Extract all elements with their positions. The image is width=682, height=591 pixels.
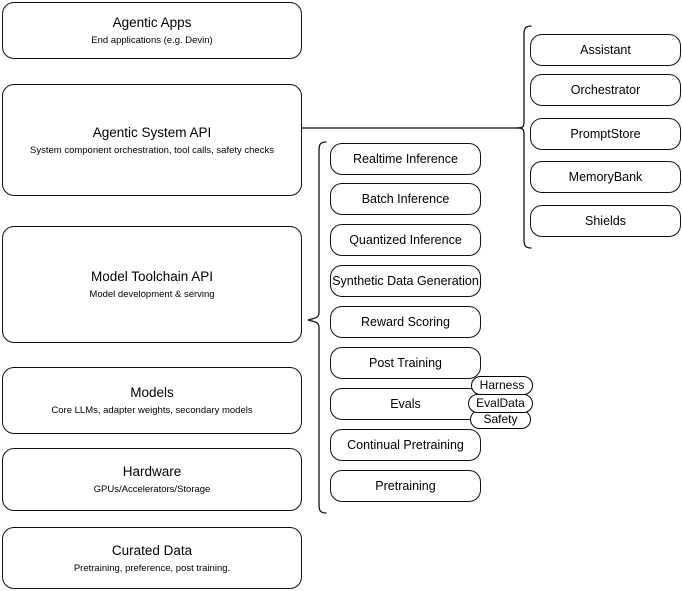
layer-title: Model Toolchain API xyxy=(90,269,214,284)
toolchain-box-pretraining[interactable]: Pretraining xyxy=(330,470,481,502)
toolchain-label: Reward Scoring xyxy=(361,314,450,329)
toolchain-box-realtime-inference[interactable]: Realtime Inference xyxy=(330,143,481,175)
layer-subtitle: System component orchestration, tool cal… xyxy=(30,144,274,156)
eval-pill-harness[interactable]: Harness xyxy=(471,376,533,395)
eval-pill-label: Safety xyxy=(483,412,518,426)
layer-subtitle: GPUs/Accelerators/Storage xyxy=(93,484,211,495)
layer-box-models[interactable]: Models Core LLMs, adapter weights, secon… xyxy=(2,367,302,434)
toolchain-label: Continual Pretraining xyxy=(347,437,464,452)
layer-subtitle: Pretraining, preference, post training. xyxy=(73,562,231,574)
brace-toolchain-components xyxy=(305,140,329,515)
toolchain-label: Pretraining xyxy=(375,478,436,493)
layer-subtitle: Model development & serving xyxy=(89,289,215,300)
toolchain-box-reward-scoring[interactable]: Reward Scoring xyxy=(330,306,481,338)
toolchain-label: Quantized Inference xyxy=(349,232,462,247)
component-label: Shields xyxy=(585,213,626,228)
eval-pill-safety[interactable]: Safety xyxy=(470,410,531,429)
layer-title: Models xyxy=(130,385,174,400)
toolchain-box-synthetic-data-generation[interactable]: Synthetic Data Generation xyxy=(330,265,481,297)
toolchain-box-batch-inference[interactable]: Batch Inference xyxy=(330,183,481,215)
toolchain-box-post-training[interactable]: Post Training xyxy=(330,347,481,379)
component-label: Assistant xyxy=(580,42,631,57)
layer-box-model-toolchain-api[interactable]: Model Toolchain API Model development & … xyxy=(2,226,302,343)
component-box-memorybank[interactable]: MemoryBank xyxy=(530,161,681,193)
layer-title: Agentic System API xyxy=(92,124,212,140)
connector-system-api-to-components xyxy=(302,120,517,136)
toolchain-label: Synthetic Data Generation xyxy=(332,273,479,288)
eval-pill-evaldata[interactable]: EvalData xyxy=(468,394,533,413)
component-label: MemoryBank xyxy=(568,169,643,184)
layer-subtitle: End applications (e.g. Devin) xyxy=(91,35,213,46)
layer-box-hardware[interactable]: Hardware GPUs/Accelerators/Storage xyxy=(2,448,302,511)
layer-title: Curated Data xyxy=(111,542,193,558)
layer-title: Agentic Apps xyxy=(112,15,192,30)
component-box-shields[interactable]: Shields xyxy=(530,205,681,237)
brace-system-components xyxy=(512,24,534,250)
toolchain-label: Evals xyxy=(390,396,421,411)
toolchain-box-quantized-inference[interactable]: Quantized Inference xyxy=(330,224,481,256)
layer-box-agentic-system-api[interactable]: Agentic System API System component orch… xyxy=(2,84,302,196)
layer-box-curated-data[interactable]: Curated Data Pretraining, preference, po… xyxy=(2,527,302,589)
component-box-promptstore[interactable]: PromptStore xyxy=(530,118,681,150)
layer-box-agentic-apps[interactable]: Agentic Apps End applications (e.g. Devi… xyxy=(2,2,302,59)
toolchain-box-continual-pretraining[interactable]: Continual Pretraining xyxy=(330,429,481,461)
component-box-orchestrator[interactable]: Orchestrator xyxy=(530,74,681,106)
component-box-assistant[interactable]: Assistant xyxy=(530,34,681,66)
toolchain-label: Post Training xyxy=(369,355,442,370)
eval-pill-label: EvalData xyxy=(476,396,525,410)
eval-pill-label: Harness xyxy=(479,378,525,392)
toolchain-label: Batch Inference xyxy=(361,191,450,206)
layer-subtitle: Core LLMs, adapter weights, secondary mo… xyxy=(51,405,253,416)
component-label: Orchestrator xyxy=(570,82,641,97)
component-label: PromptStore xyxy=(570,126,641,141)
toolchain-label: Realtime Inference xyxy=(353,151,458,166)
toolchain-box-evals[interactable]: Evals xyxy=(330,388,481,420)
layer-title: Hardware xyxy=(122,464,182,479)
